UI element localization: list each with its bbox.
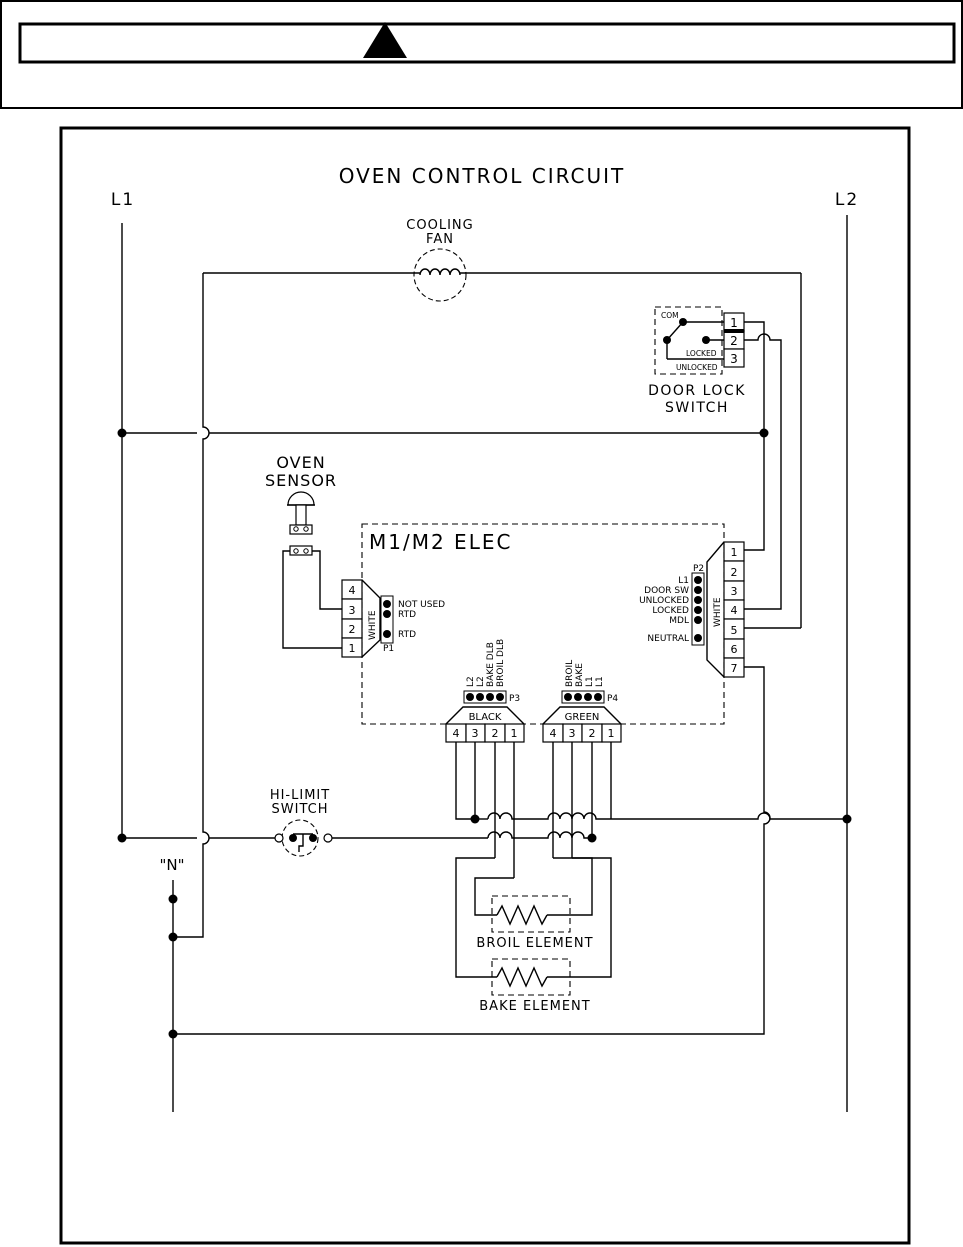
connector-p3: L2 L2 BAKE DLB BROIL DLB P3 BLACK 4 3 2 … (445, 639, 525, 743)
p2-color-label: WHITE (713, 597, 723, 627)
p4-pin-2: 2 (589, 727, 596, 740)
p3-pin-2: 2 (492, 727, 499, 740)
p4-signal-bake: BAKE (575, 663, 585, 687)
broil-element-label: BROIL ELEMENT (476, 936, 593, 951)
door-lock-label-2: SWITCH (665, 400, 729, 416)
p1-signal-rtd: RTD (398, 610, 416, 620)
bake-resistor-icon (496, 966, 548, 988)
cooling-fan: COOLING FAN (406, 218, 473, 302)
p2-signal-locked: LOCKED (652, 606, 689, 616)
p4-pin-1: 1 (608, 727, 615, 740)
cooling-fan-label-2: FAN (426, 232, 454, 247)
p1-signal-not-used: NOT USED (398, 600, 445, 610)
broil-element: BROIL ELEMENT (476, 895, 593, 951)
p2-pin-7: 7 (731, 662, 738, 675)
connector-p1: 4 3 2 1 WHITE NOT USED RTD RTD P1 (341, 579, 445, 658)
oven-sensor-label-2: SENSOR (265, 471, 337, 490)
hi-limit-label: HI-LIMIT (270, 788, 330, 803)
p1-pin-1: 1 (349, 642, 356, 655)
p2-signal-neutral: NEUTRAL (647, 634, 689, 644)
p4-pin-4: 4 (550, 727, 557, 740)
line-l2-label: L2 (835, 190, 859, 210)
p3-pin-4: 4 (453, 727, 460, 740)
broil-resistor-icon (496, 904, 548, 926)
sensor-probe-icon (287, 491, 315, 506)
p4-signal-l1-2: L1 (595, 676, 605, 687)
p2-pin-2: 2 (731, 566, 738, 579)
p1-signal-rtd-2: RTD (398, 630, 416, 640)
p2-pin-5: 5 (731, 624, 738, 637)
oven-sensor: OVEN SENSOR (265, 453, 337, 556)
p3-signal-l2: L2 (466, 676, 476, 687)
diagram-title: OVEN CONTROL CIRCUIT (339, 164, 626, 188)
p3-name: P3 (509, 694, 520, 704)
door-lock-com-label: COM (661, 311, 679, 320)
p2-name: P2 (693, 564, 704, 574)
p4-name: P4 (607, 694, 618, 704)
p2-pin-3: 3 (731, 585, 738, 598)
p2-signal-door-sw: DOOR SW (644, 586, 689, 596)
p3-pin-3: 3 (472, 727, 479, 740)
door-lock-unlocked-label: UNLOCKED (676, 363, 718, 372)
door-lock-label: DOOR LOCK (648, 383, 746, 399)
connector-p2: 1 2 3 4 5 6 7 WHITE P2 L1 DOOR SW UNLOCK… (639, 541, 745, 678)
door-lock-pin-2: 2 (730, 334, 738, 348)
hi-limit-switch: HI-LIMIT SWITCH (270, 788, 333, 857)
door-lock-pin-3: 3 (730, 352, 738, 366)
diagram-frame (59, 126, 911, 1245)
warning-triangle-icon (363, 22, 407, 58)
p3-pin-1: 1 (511, 727, 518, 740)
door-lock-switch: COM LOCKED UNLOCKED 1 2 3 DOOR LOCK SWIT… (648, 306, 746, 416)
p2-pin-4: 4 (731, 604, 738, 617)
p2-pin-1: 1 (731, 546, 738, 559)
p2-signal-mdl: MDL (669, 616, 689, 626)
p4-color-label: GREEN (565, 712, 600, 723)
p3-signal-bake-dlb: BAKE DLB (486, 642, 496, 687)
p1-pin-3: 3 (349, 604, 356, 617)
oven-sensor-label: OVEN (276, 453, 325, 472)
p2-pin-6: 6 (731, 643, 738, 656)
fan-coil-icon (419, 268, 461, 276)
door-lock-locked-label: LOCKED (686, 349, 717, 358)
p4-signal-broil: BROIL (565, 660, 575, 687)
warning-banner (0, 0, 963, 109)
hi-limit-label-2: SWITCH (272, 802, 329, 817)
neutral-label: "N" (159, 856, 184, 874)
p4-pin-3: 3 (569, 727, 576, 740)
p1-pin-2: 2 (349, 623, 356, 636)
power-lines (121, 215, 848, 1112)
p4-signal-l1: L1 (585, 676, 595, 687)
p3-signal-broil-dlb: BROIL DLB (496, 639, 506, 687)
bake-element-label: BAKE ELEMENT (479, 999, 590, 1014)
line-l1-label: L1 (111, 190, 135, 210)
p2-signal-l1: L1 (678, 576, 689, 586)
bake-element: BAKE ELEMENT (479, 958, 590, 1014)
connector-p4: BROIL BAKE L1 L1 P4 GREEN 4 3 2 1 (542, 660, 622, 743)
p1-name: P1 (383, 644, 394, 654)
p3-signal-l2-2: L2 (476, 676, 486, 687)
p2-signal-unlocked: UNLOCKED (639, 596, 689, 606)
p1-color-label: WHITE (368, 610, 378, 640)
p3-color-label: BLACK (469, 712, 502, 723)
cooling-fan-label: COOLING (406, 218, 473, 233)
door-lock-pin-1: 1 (730, 316, 738, 330)
p1-pin-4: 4 (349, 584, 356, 597)
control-board-label: M1/M2 ELEC (369, 530, 512, 554)
